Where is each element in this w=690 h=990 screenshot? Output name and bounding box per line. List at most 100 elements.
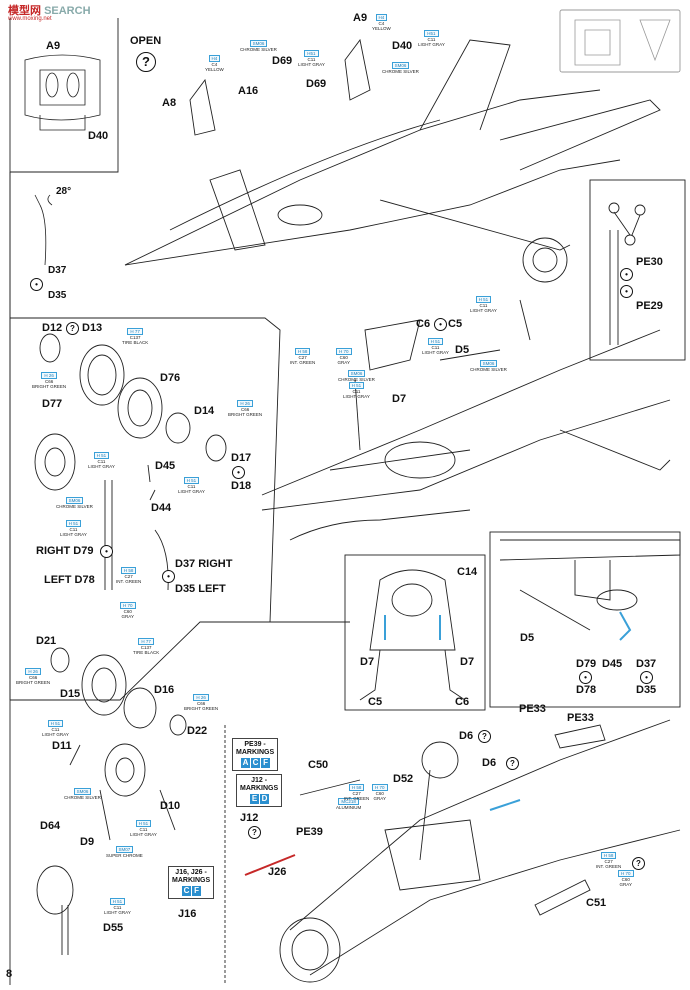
part-d6-b: D6 [482,757,497,769]
part-d5: D5 [455,344,470,356]
part-c51: C51 [586,897,607,909]
open-label: OPEN [130,35,162,47]
question-icon: ? [506,757,519,770]
part-d77: D77 [42,398,63,410]
angle-part-d37: D37 [48,265,67,276]
question-icon: ? [478,730,491,743]
part-c5: C5 [368,696,383,708]
part-c14: C14 [457,566,478,578]
part-a16: A16 [238,85,259,97]
part-d45: D45 [155,460,176,472]
box-a9-title: A9 [46,40,61,52]
part-d10: D10 [160,800,181,812]
part-j26: J26 [268,866,287,878]
watermark-search: SEARCH [44,5,91,17]
part-d79: D79 [576,658,597,670]
part-pe33-b: PE33 [567,712,594,724]
optional-icon: • [162,570,175,583]
part-d21: D21 [36,635,57,647]
watermark-brand: 模型网 [8,5,41,17]
part-c6: C6 [455,696,470,708]
part-c50: C50 [308,759,329,771]
part-d78: D78 [576,684,597,696]
part-d12: D12 [42,322,63,334]
part-j12: J12 [240,812,259,824]
part-a8: A8 [162,97,177,109]
part-d9: D9 [80,836,95,848]
optional-icon: • [100,545,113,558]
watermark-logo: 模型网 SEARCH [8,2,91,18]
angle-part-d35: D35 [48,290,67,301]
optional-icon: • [579,671,592,684]
angle-value: 28° [56,186,72,197]
optional-icon: • [640,671,653,684]
part-d18: D18 [231,480,252,492]
part-d22: D22 [187,725,208,737]
part-d76: D76 [160,372,181,384]
part-d5: D5 [520,632,535,644]
page-number: 8 [6,968,13,980]
part-d64: D64 [40,820,61,832]
optional-icon: • [620,285,633,298]
part-d37-right: D37 RIGHT [175,558,233,570]
part-c5: C5 [448,318,463,330]
part-d11: D11 [52,740,72,752]
part-d35-left: D35 LEFT [175,583,226,595]
part-d15: D15 [60,688,81,700]
optional-icon: • [434,318,447,331]
part-right-d79: RIGHT D79 [36,545,94,557]
optional-icon: • [620,268,633,281]
part-d13: D13 [82,322,103,334]
question-icon: ? [632,857,645,870]
part-d69-b: D69 [306,78,327,90]
part-d45: D45 [602,658,623,670]
part-pe30: PE30 [636,256,663,268]
part-c6: C6 [416,318,431,330]
part-j16: J16 [178,908,197,920]
part-d37: D37 [636,658,657,670]
part-d17: D17 [231,452,252,464]
watermark-url: www.moxing.net [8,16,52,22]
part-d44: D44 [151,502,172,514]
part-left-d78: LEFT D78 [44,574,95,586]
part-d7: D7 [392,393,407,405]
optional-icon: • [30,278,43,291]
part-d52: D52 [393,773,414,785]
part-d35: D35 [636,684,657,696]
part-d16: D16 [154,684,175,696]
